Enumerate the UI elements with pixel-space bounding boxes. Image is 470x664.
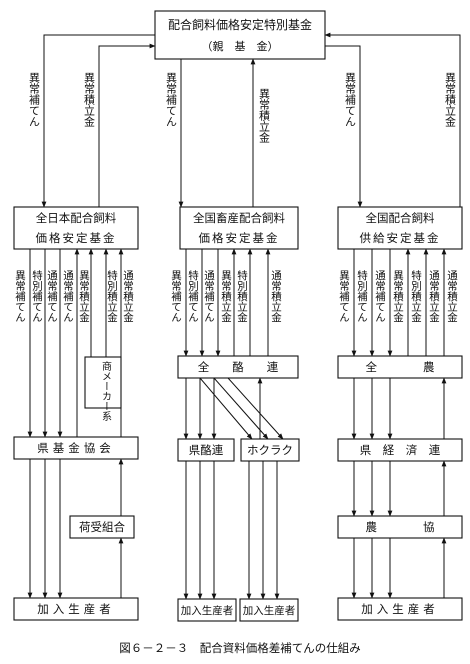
zennoh-box: 全 農 [337,355,463,379]
left-fund-line2: 価格安定基金 [36,231,117,245]
label-c-special-comp: 特別補てん [187,270,199,323]
parent-fund-title: 配合飼料価格安定特別基金 [168,17,312,32]
label-r-normal-reserve2: 通常積立金 [446,270,458,323]
left-council-label: 県基金協会 [37,441,115,455]
label-left-abnormal-comp: 異常補てん [28,72,41,127]
center-producers-b-box: 加入生産者 [239,598,299,622]
center-fund-line2: 価格安定基金 [199,231,280,245]
left-producers-box: 加入生産者 [13,597,139,621]
label-r-abnormal: 異常補てん [338,270,350,323]
label-c-abnormal: 異常補てん [170,270,182,323]
maker-box-label: 商メーカー系 [100,360,112,421]
left-fund-line1: 全日本配合飼料 [36,211,117,225]
parent-fund-box: 配合飼料価格安定特別基金 （親 基 金） [154,10,326,60]
label-l-normal-comp: 通常補てん [46,270,58,323]
right-column-arrows [351,248,447,599]
center-fund-line1: 全国畜産配合飼料 [193,211,285,225]
label-r-normal-comp: 通常補てん [374,270,386,323]
center-column-arrows [183,248,284,600]
right-producers-box: 加入生産者 [337,597,463,621]
label-right-reserve: 異常積立金 [444,72,457,127]
label-center-reserve: 異常積立金 [258,88,271,143]
label-c-special-reserve: 特別積立金 [236,270,248,323]
keizairen-box: 県 経 済 連 [337,438,463,462]
label-left-reserve: 異常積立金 [83,72,96,127]
keizairen-label: 県 経 済 連 [360,443,441,457]
center-producers-a-label: 加入生産者 [181,604,234,617]
left-council-box: 県基金協会 [13,436,139,460]
label-c-normal-reserve: 通常積立金 [270,270,282,323]
nokyo-label: 農 協 [366,520,435,534]
hokuraku-box: ホクラク [240,438,300,462]
center-fund-box: 全国畜産配合飼料 価格安定基金 [179,206,299,250]
zennoh-label: 全 農 [366,360,435,374]
label-l-normal-reserve: 通常積立金 [122,270,134,323]
right-fund-line1: 全国配合飼料 [366,211,435,225]
right-fund-line2: 供給安定基金 [360,231,441,245]
top-connectors [41,32,461,208]
label-l-abnormal: 異常補てん [14,270,26,323]
label-right-abnormal-comp: 異常補てん [344,72,357,127]
label-l-special-comp: 特別補てん [31,270,43,323]
label-c-abnormal-reserve: 異常積立金 [220,270,232,323]
center-producers-a-box: 加入生産者 [177,598,237,622]
pref-dairy-box: 県酪連 [177,438,235,462]
label-center-abnormal-comp: 異常補てん [165,72,178,127]
label-r-special-reserve: 特別積立金 [410,270,422,323]
zenraku-label: 全 酪 連 [198,360,279,374]
figure-caption: 図６－２－３ 配合資料価格差補てんの仕組み [119,641,361,655]
label-r-normal-reserve: 通常積立金 [428,270,440,323]
label-l-normal-comp2: 通常補てん [62,270,74,323]
center-producers-b-label: 加入生産者 [243,604,296,617]
parent-fund-subtitle: （親 基 金） [202,39,279,53]
label-l-abnormal-reserve: 異常積立金 [78,270,90,323]
left-cooperative-box: 荷受組合 [69,515,135,539]
zenraku-box: 全 酪 連 [177,355,299,379]
right-fund-box: 全国配合飼料 供給安定基金 [337,206,463,250]
label-l-special-reserve: 特別積立金 [106,270,118,323]
hokuraku-label: ホクラク [247,443,293,457]
label-r-special-comp: 特別補てん [356,270,368,323]
left-cooperative-label: 荷受組合 [79,520,125,534]
label-c-normal-comp: 通常補てん [203,270,215,323]
pref-dairy-label: 県酪連 [189,443,224,457]
right-producers-label: 加入生産者 [361,602,439,616]
nokyo-box: 農 協 [337,515,463,539]
maker-box: 商メーカー系 [84,356,122,421]
label-r-abnormal-reserve: 異常積立金 [392,270,404,323]
left-fund-box: 全日本配合飼料 価格安定基金 [13,206,139,250]
left-column-arrows [27,248,124,599]
left-producers-label: 加入生産者 [37,602,115,616]
